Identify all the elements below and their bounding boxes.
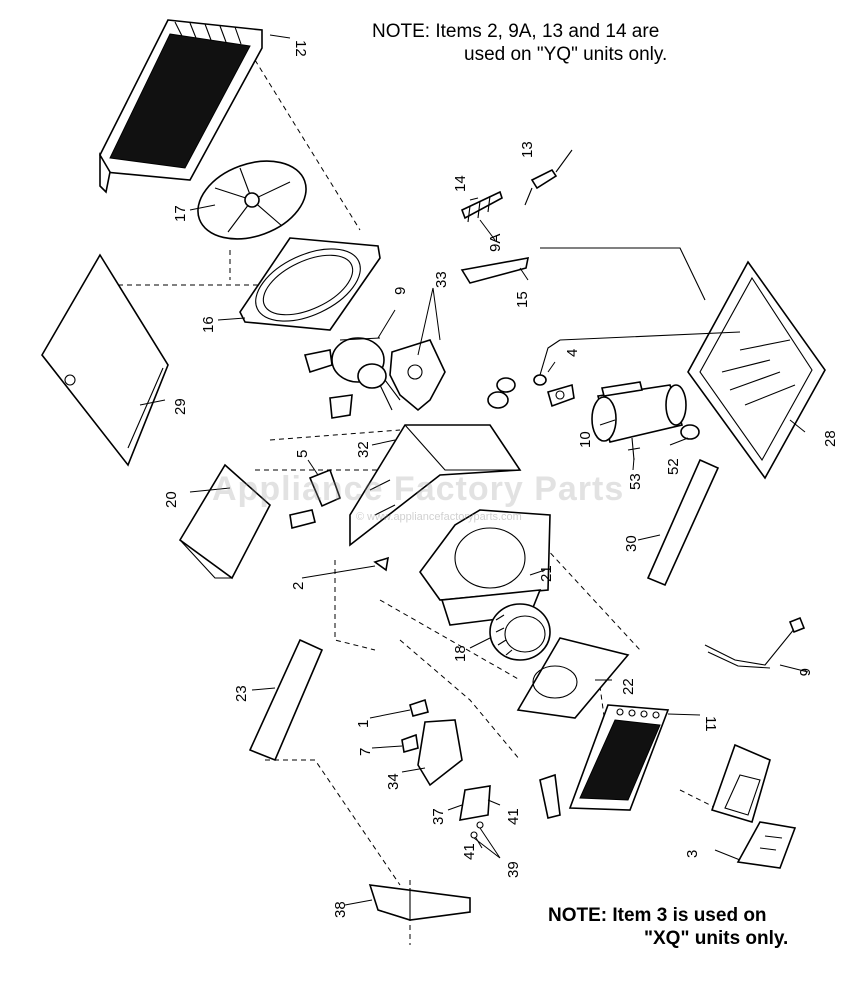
part-14-9a-13-15-small-parts <box>460 149 573 284</box>
part-9-fan-motor <box>303 337 401 419</box>
callout-3: 3 <box>684 850 701 858</box>
part-2-small-bracket <box>373 556 390 572</box>
callout-32: 32 <box>355 441 372 458</box>
callout-22: 22 <box>620 678 637 695</box>
callout-5: 5 <box>294 450 311 458</box>
callout-29: 29 <box>172 398 189 415</box>
part-12-condenser-coil <box>99 19 263 194</box>
callout-52: 52 <box>665 458 682 475</box>
part-29-cover-panel <box>41 253 169 467</box>
part-20-shroud-piece <box>178 463 271 580</box>
callout-18: 18 <box>452 645 469 662</box>
note-xq-line2: "XQ" units only. <box>644 928 789 949</box>
part-22-orifice-plate <box>516 637 630 719</box>
callout-21: 21 <box>538 565 555 582</box>
note-yq-line1: NOTE: Items 2, 9A, 13 and 14 are <box>372 21 660 42</box>
callout-13: 13 <box>519 141 536 158</box>
callout-6: 6 <box>796 668 813 676</box>
part-23-divider-panel <box>248 638 324 762</box>
callout-23: 23 <box>233 685 250 702</box>
part-6-power-cord <box>704 616 806 669</box>
callout-17: 17 <box>172 205 189 222</box>
callout-14: 14 <box>452 175 469 192</box>
callout-11: 11 <box>702 716 719 732</box>
part-1-7-34-controls <box>401 698 463 787</box>
callout-1: 1 <box>355 720 372 728</box>
watermark-url: © www.appliancefactoryparts.com <box>356 511 522 523</box>
part-4-valve <box>487 339 575 409</box>
part-33-motor-bracket <box>389 339 446 412</box>
part-38-base-bracket <box>368 884 471 921</box>
part-52-53-grommet-bolt <box>627 424 700 461</box>
watermark-logo: Appliance Factory Parts <box>212 470 625 508</box>
part-18-blower-wheel <box>489 603 551 661</box>
part-17-fan-blade <box>197 160 307 240</box>
part-37-41-39-bracket <box>459 785 491 839</box>
callout-12: 12 <box>292 40 309 57</box>
callout-4: 4 <box>564 349 581 357</box>
part-32-control-box <box>349 424 522 547</box>
callout-53: 53 <box>627 473 644 490</box>
callout-9a: 9A <box>487 234 504 252</box>
part-11-evaporator-coil <box>539 704 670 819</box>
part-16-fan-shroud <box>239 237 381 331</box>
note-yq-units: NOTE: Items 2, 9A, 13 and 14 are used on… <box>372 20 732 66</box>
part-30-panel-strip <box>646 458 720 587</box>
part-28-base-pan <box>540 247 826 480</box>
callout-2: 2 <box>290 582 307 590</box>
callout-38: 38 <box>332 901 349 918</box>
callout-15: 15 <box>514 291 531 308</box>
callout-41-left: 41 <box>461 843 478 860</box>
callout-41-right: 41 <box>505 808 522 825</box>
callout-28: 28 <box>822 430 839 447</box>
part-10-compressor <box>591 381 687 443</box>
callout-7: 7 <box>357 748 374 756</box>
callout-9: 9 <box>392 287 409 295</box>
part-5-capacitor <box>289 468 342 529</box>
callout-labels: 12 17 16 29 9 33 14 9A 13 15 4 10 53 52 … <box>163 40 839 918</box>
callout-30: 30 <box>623 535 640 552</box>
note-xq-line1: NOTE: Item 3 is used on <box>548 905 767 926</box>
callout-33: 33 <box>433 271 450 288</box>
part-3-control-panel <box>710 743 797 869</box>
callout-34: 34 <box>385 773 402 790</box>
callout-10: 10 <box>577 431 594 448</box>
callout-39: 39 <box>505 861 522 878</box>
callout-37: 37 <box>430 808 447 825</box>
note-xq-units: NOTE: Item 3 is used on "XQ" units only. <box>548 904 848 950</box>
note-yq-line2: used on "YQ" units only. <box>464 44 668 65</box>
callout-20: 20 <box>163 491 180 508</box>
callout-16: 16 <box>200 316 217 333</box>
leader-lines <box>139 34 809 906</box>
